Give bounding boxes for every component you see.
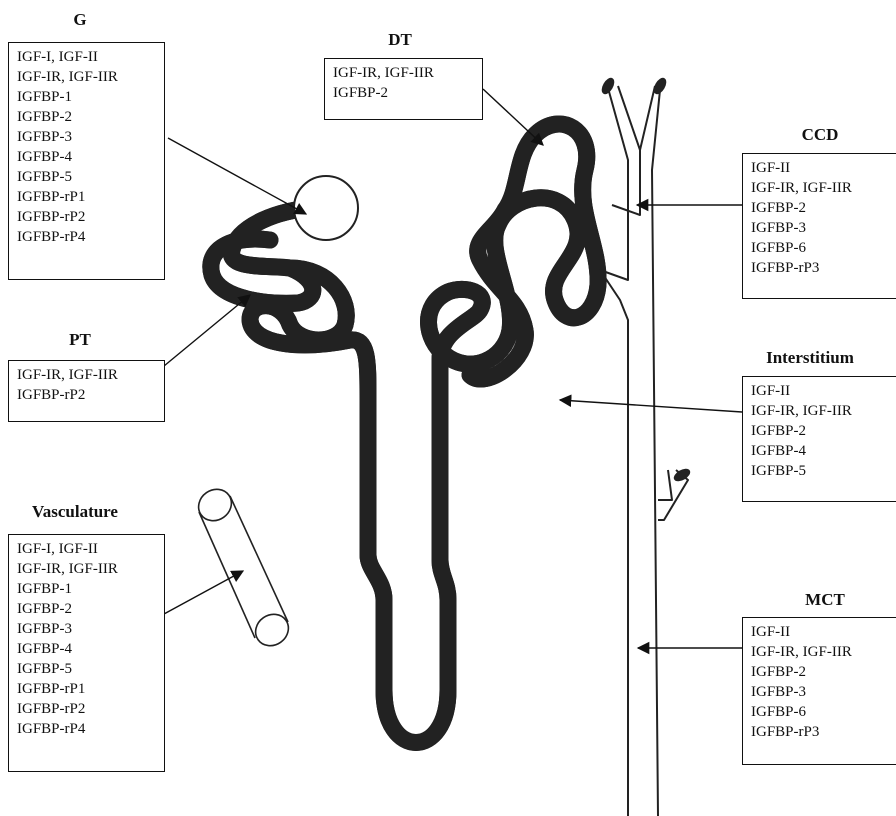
ccd-factor-item: IGF-IR, IGF-IIR: [751, 178, 896, 198]
mct-factor-item: IGFBP-2: [751, 662, 896, 682]
pt-factor-item: IGFBP-rP2: [17, 385, 164, 405]
ccd-title: CCD: [790, 125, 850, 145]
g-factor-item: IGFBP-3: [17, 127, 164, 147]
mct-title: MCT: [795, 590, 855, 610]
blood-vessel: [192, 483, 294, 652]
vasculature-factor-item: IGFBP-rP1: [17, 679, 164, 699]
pt-title: PT: [60, 330, 100, 350]
interstitium-factor-item: IGFBP-4: [751, 441, 896, 461]
ccd-factor-item: IGF-II: [751, 158, 896, 178]
dt-title: DT: [380, 30, 420, 50]
g-factor-item: IGFBP-rP4: [17, 227, 164, 247]
glomerulus: [294, 176, 358, 240]
ccd-factor-item: IGFBP-2: [751, 198, 896, 218]
interstitium-factor-item: IGF-IR, IGF-IIR: [751, 401, 896, 421]
nephron-tubule: [211, 124, 598, 743]
g-factor-item: IGFBP-5: [17, 167, 164, 187]
interstitium-factor-item: IGFBP-5: [751, 461, 896, 481]
dt-factor-item: IGF-IR, IGF-IIR: [333, 63, 482, 83]
ccd-factor-item: IGFBP-6: [751, 238, 896, 258]
mct-factor-item: IGF-II: [751, 622, 896, 642]
ccd-factor-item: IGFBP-rP3: [751, 258, 896, 278]
arrow-vasculature: [164, 571, 243, 614]
dt-factor-item: IGFBP-2: [333, 83, 482, 103]
interstitium-factor-item: IGFBP-2: [751, 421, 896, 441]
interstitium-factor-item: IGF-II: [751, 381, 896, 401]
vasculature-factor-item: IGFBP-5: [17, 659, 164, 679]
arrow-pt: [164, 295, 250, 366]
vasculature-factor-item: IGF-I, IGF-II: [17, 539, 164, 559]
vasculature-factor-item: IGFBP-3: [17, 619, 164, 639]
g-factor-item: IGFBP-2: [17, 107, 164, 127]
arrow-interstitium: [560, 400, 742, 412]
collecting-duct: [600, 77, 691, 816]
g-factor-item: IGFBP-4: [17, 147, 164, 167]
interstitium-title: Interstitium: [750, 348, 870, 368]
g-title: G: [60, 10, 100, 30]
mct-factor-item: IGFBP-6: [751, 702, 896, 722]
mct-factor-item: IGF-IR, IGF-IIR: [751, 642, 896, 662]
mct-factor-item: IGFBP-rP3: [751, 722, 896, 742]
ccd-factor-item: IGFBP-3: [751, 218, 896, 238]
vasculature-factor-item: IGF-IR, IGF-IIR: [17, 559, 164, 579]
vasculature-factor-item: IGFBP-2: [17, 599, 164, 619]
pt-factor-item: IGF-IR, IGF-IIR: [17, 365, 164, 385]
g-factor-item: IGFBP-rP2: [17, 207, 164, 227]
arrow-g: [168, 138, 306, 214]
vasculature-title: Vasculature: [15, 502, 135, 522]
mct-factor-item: IGFBP-3: [751, 682, 896, 702]
vasculature-factor-item: IGFBP-rP2: [17, 699, 164, 719]
vasculature-factor-item: IGFBP-4: [17, 639, 164, 659]
g-factor-item: IGFBP-rP1: [17, 187, 164, 207]
g-factor-item: IGF-I, IGF-II: [17, 47, 164, 67]
arrow-dt: [483, 89, 543, 145]
vasculature-factor-item: IGFBP-rP4: [17, 719, 164, 739]
g-factor-item: IGFBP-1: [17, 87, 164, 107]
vasculature-factor-item: IGFBP-1: [17, 579, 164, 599]
g-factor-item: IGF-IR, IGF-IIR: [17, 67, 164, 87]
